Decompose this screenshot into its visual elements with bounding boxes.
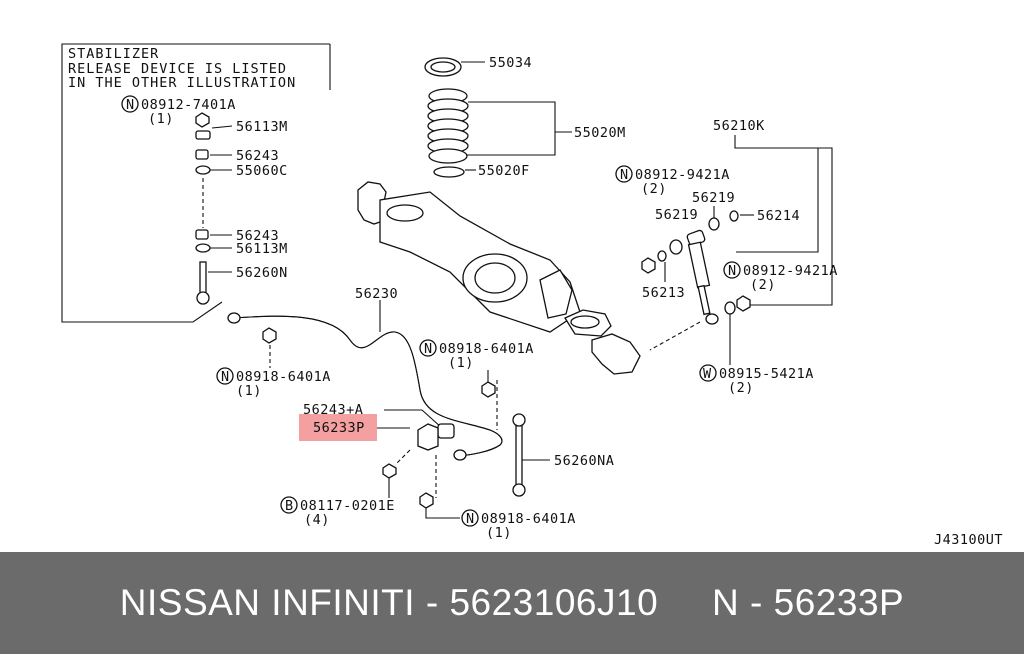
label-08918-6401a-bottom: 08918-6401A bbox=[481, 511, 576, 527]
label-56243-a: 56243+A bbox=[303, 402, 363, 418]
note-line-2: RELEASE DEVICE IS LISTED bbox=[68, 61, 287, 77]
label-56230: 56230 bbox=[355, 286, 398, 302]
label-56214: 56214 bbox=[757, 208, 800, 224]
badge-b: B bbox=[285, 498, 294, 514]
note-line-3: IN THE OTHER ILLUSTRATION bbox=[68, 75, 296, 91]
label-08915-5421a: 08915-5421A bbox=[719, 366, 814, 382]
label-56219-b: 56219 bbox=[655, 207, 698, 223]
label-08912-9421a-top: 08912-9421A bbox=[635, 167, 730, 183]
label-08912-7401a: 08912-7401A bbox=[141, 97, 236, 113]
clamp-56233p bbox=[417, 423, 439, 451]
highlight-56233p bbox=[299, 414, 377, 441]
label-56113m-b: 56113M bbox=[236, 241, 288, 257]
bushing bbox=[437, 423, 455, 439]
shock-absorber bbox=[686, 229, 719, 325]
label-55020m: 55020M bbox=[574, 125, 626, 141]
note-line-1: STABILIZER bbox=[68, 46, 159, 62]
diagram-svg: STABILIZER RELEASE DEVICE IS LISTED IN T… bbox=[61, 43, 1003, 548]
label-08117-0201e: 08117-0201E bbox=[300, 498, 395, 514]
diagram-ref-code: J43100UT bbox=[934, 532, 1003, 548]
label-55060c: 55060C bbox=[236, 163, 288, 179]
note-box bbox=[61, 43, 330, 323]
badge-n-4: N bbox=[466, 511, 475, 527]
label-56243: 56243 bbox=[236, 148, 279, 164]
footer-part-number: NISSAN INFINITI - 5623106J10 N - 56233P bbox=[119, 582, 905, 623]
badge-n-5: N bbox=[620, 167, 629, 183]
label-08912-9421a-top-qty: (2) bbox=[641, 181, 667, 197]
label-08918-6401a-bottom-qty: (1) bbox=[486, 525, 512, 541]
label-08918-6401a-left-qty: (1) bbox=[236, 383, 262, 399]
label-08912-9421a-right-qty: (2) bbox=[750, 277, 776, 293]
parts-diagram: STABILIZER RELEASE DEVICE IS LISTED IN T… bbox=[61, 43, 1003, 548]
badge-n-1: N bbox=[126, 97, 135, 113]
link-56260na bbox=[515, 421, 523, 489]
footer-bar: NISSAN INFINITI - 5623106J10 N - 56233P bbox=[0, 552, 1024, 654]
badge-w: W bbox=[703, 366, 712, 382]
label-55020f: 55020F bbox=[478, 163, 530, 179]
label-56260na: 56260NA bbox=[554, 453, 614, 469]
label-08918-6401a-center-qty: (1) bbox=[448, 355, 474, 371]
label-08912-9421a-right: 08912-9421A bbox=[743, 263, 838, 279]
label-56219: 56219 bbox=[692, 190, 735, 206]
label-08912-7401a-qty: (1) bbox=[148, 111, 174, 127]
badge-n-6: N bbox=[728, 263, 737, 279]
coil-spring bbox=[427, 88, 469, 164]
label-56213: 56213 bbox=[642, 285, 685, 301]
axle-housing bbox=[357, 181, 641, 375]
label-56243-b: 56243 bbox=[236, 228, 279, 244]
label-08918-6401a-left: 08918-6401A bbox=[236, 369, 331, 385]
label-55034: 55034 bbox=[489, 55, 532, 71]
badge-n-2: N bbox=[221, 369, 230, 385]
label-56260n: 56260N bbox=[236, 265, 288, 281]
label-56233p: 56233P bbox=[313, 420, 365, 436]
badge-n-3: N bbox=[424, 341, 433, 357]
label-08117-0201e-qty: (4) bbox=[304, 512, 330, 528]
label-08918-6401a-center: 08918-6401A bbox=[439, 341, 534, 357]
label-56210k: 56210K bbox=[713, 118, 765, 134]
label-56113m: 56113M bbox=[236, 119, 288, 135]
label-08915-5421a-qty: (2) bbox=[728, 380, 754, 396]
